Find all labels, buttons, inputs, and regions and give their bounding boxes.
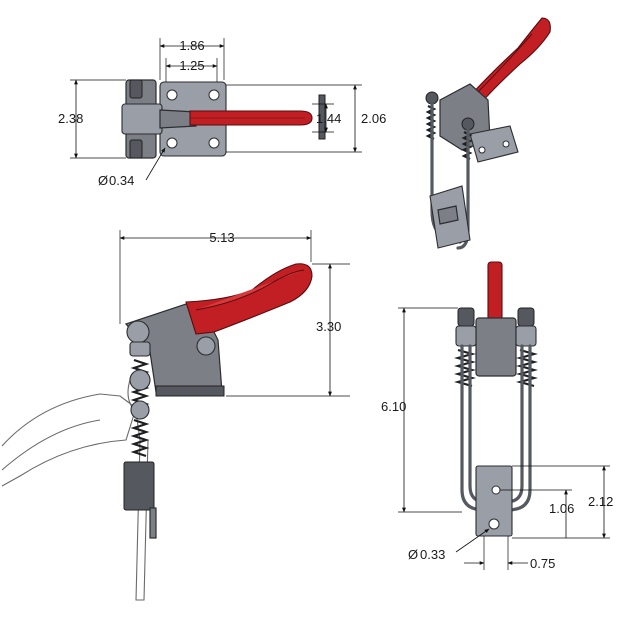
front-view-dimensions xyxy=(398,307,610,570)
side-view xyxy=(1,263,313,601)
dim-top-hole-diameter-symbol: Ø xyxy=(98,173,108,188)
iso-handle xyxy=(467,17,551,105)
side-view-base xyxy=(155,385,225,397)
dim-top-hole-diameter: 0.34 xyxy=(109,173,134,188)
dim-front-keeper-hole-diameter-symbol: Ø xyxy=(408,547,418,562)
dim-front-keeper-width: 0.75 xyxy=(530,556,555,571)
dim-side-overall-length: 5.13 xyxy=(209,230,234,245)
dim-top-hole-spacing-x: 1.25 xyxy=(179,58,204,73)
dim-side-handle-height: 3.30 xyxy=(316,319,341,334)
side-view-handle xyxy=(185,263,313,335)
dim-top-handle-height: 1.44 xyxy=(316,111,341,126)
top-view-dimensions xyxy=(70,38,362,181)
dim-front-keeper-height: 2.12 xyxy=(588,494,613,509)
isometric-view xyxy=(425,17,551,250)
dim-top-overall-width: 1.86 xyxy=(179,38,204,53)
front-view-body xyxy=(475,317,517,377)
top-view xyxy=(121,79,326,159)
dim-top-hole-spacing-y: 2.06 xyxy=(361,111,386,126)
front-view-keeper xyxy=(475,465,513,537)
dim-front-keeper-hole-height: 1.06 xyxy=(549,501,574,516)
dim-top-overall-height: 2.38 xyxy=(58,111,83,126)
dim-front-keeper-hole-diameter: 0.33 xyxy=(420,547,445,562)
dim-front-overall-height: 6.10 xyxy=(381,399,406,414)
side-view-dimensions xyxy=(119,230,350,397)
front-view xyxy=(453,261,539,537)
side-view-open-handle-ghost xyxy=(1,393,137,487)
